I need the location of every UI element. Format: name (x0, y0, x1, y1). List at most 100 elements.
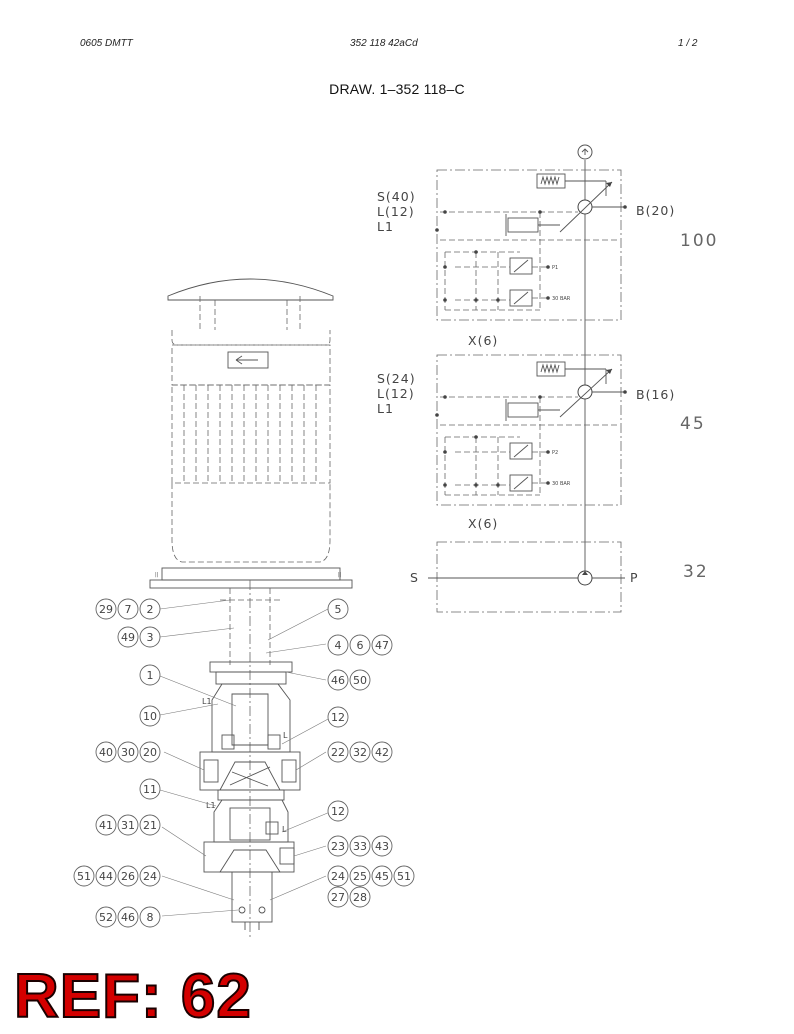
callout-group: 11 (139, 778, 161, 800)
callout-number: 20 (143, 746, 157, 759)
callout-number: 49 (121, 631, 135, 644)
callout-number: 12 (331, 805, 345, 818)
callout-number: 24 (331, 870, 345, 883)
header-left-code: 0605 DMTT (80, 38, 133, 49)
port-label: S(24) (377, 371, 416, 386)
callout-bubble (139, 865, 161, 887)
callout-bubble (327, 741, 349, 763)
pump-2-housing (213, 799, 289, 843)
callout-number: 31 (121, 819, 135, 832)
callout-number: 32 (353, 746, 367, 759)
callout-number: 25 (353, 870, 367, 883)
callout-bubble (139, 664, 161, 686)
callout-number: 33 (353, 840, 367, 853)
callout-bubble (117, 906, 139, 928)
pressure-label: P (630, 570, 639, 585)
callout-number: 41 (99, 819, 113, 832)
spring-icon (540, 363, 560, 374)
pilot-port-label: X(6) (468, 333, 498, 348)
callout-group: 12 (327, 800, 349, 822)
hydraulic-schematic: P1 30 BAR S(40) L(12) L1 B(20) 100 X(6) (377, 144, 716, 613)
port-label: S(40) (377, 189, 416, 204)
callout-number: 29 (99, 603, 113, 616)
callout-bubble (95, 814, 117, 836)
callout-bubble (349, 865, 371, 887)
callout-bubble (95, 598, 117, 620)
callout-number: 5 (335, 603, 342, 616)
port-label: L(12) (377, 386, 415, 401)
gear-pump-section: S P 32 (410, 541, 707, 613)
pump-assembly-drawing: || || L1 L L1 L (149, 278, 353, 940)
callout-leaders (159, 599, 331, 917)
callout-number: 21 (143, 819, 157, 832)
callout-number: 46 (121, 911, 135, 924)
callout-number: 27 (331, 891, 345, 904)
callout-bubble (117, 865, 139, 887)
displacement-label: 45 (680, 414, 706, 434)
callout-bubble (349, 886, 371, 908)
port-label: L1 (377, 401, 394, 416)
callout-bubble (139, 814, 161, 836)
callout-bubble (349, 634, 371, 656)
callout-number: 44 (99, 870, 113, 883)
svg-text:||: || (155, 572, 159, 578)
callout-number: 2 (147, 603, 154, 616)
callout-number: 46 (331, 674, 345, 687)
callout-bubble (117, 626, 139, 648)
callout-bubble (327, 706, 349, 728)
callout-number: 51 (397, 870, 411, 883)
drain-port-label: L (282, 825, 287, 834)
callout-bubble (117, 814, 139, 836)
svg-text:||: || (338, 572, 342, 578)
drawing-title: DRAW. 1–352 118–C (329, 81, 465, 97)
callout-bubble (327, 865, 349, 887)
callout-bubble (371, 634, 393, 656)
callout-number: 24 (143, 870, 157, 883)
pump-symbol-icon (577, 384, 593, 400)
callout-bubble (139, 705, 161, 727)
callout-number: 30 (121, 746, 135, 759)
pump-symbol-icon (577, 199, 593, 215)
callout-group: 49 3 (117, 626, 161, 648)
callout-group: 40 30 20 (95, 741, 161, 763)
callout-number: 11 (143, 783, 157, 796)
suction-label: S (410, 570, 419, 585)
callout-number: 3 (147, 631, 154, 644)
callout-bubble (327, 886, 349, 908)
callout-bubble (371, 741, 393, 763)
motor-fan-cowl (167, 278, 334, 301)
callout-number: 40 (99, 746, 113, 759)
callout-number: 6 (357, 639, 364, 652)
callout-number: 50 (353, 674, 367, 687)
callout-bubble (327, 835, 349, 857)
gear-pump-body (231, 871, 273, 923)
header-page-number: 1 / 2 (678, 38, 698, 49)
callout-group: 5 (327, 598, 349, 620)
callout-bubble (95, 865, 117, 887)
callout-number: 10 (143, 710, 157, 723)
callout-number: 4 (335, 639, 342, 652)
valve-tag: P1 (552, 265, 558, 271)
callout-number: 22 (331, 746, 345, 759)
callout-group: 1 (139, 664, 161, 686)
callout-bubble (371, 835, 393, 857)
callout-number: 1 (147, 669, 154, 682)
callout-bubble (139, 598, 161, 620)
callout-group: 12 (327, 706, 349, 728)
pressure-port-label: B(20) (636, 203, 675, 218)
pilot-port-label: X(6) (468, 516, 498, 531)
callout-bubble (139, 741, 161, 763)
header-document-number: 352 118 42aCd (350, 38, 418, 49)
port-label: L1 (377, 219, 394, 234)
callout-group: 10 (139, 705, 161, 727)
callout-bubble (393, 865, 415, 887)
port-label: L(12) (377, 204, 415, 219)
callout-bubble (95, 906, 117, 928)
valve-tag: P2 (552, 450, 558, 456)
drain-port-label: L1 (202, 697, 212, 706)
